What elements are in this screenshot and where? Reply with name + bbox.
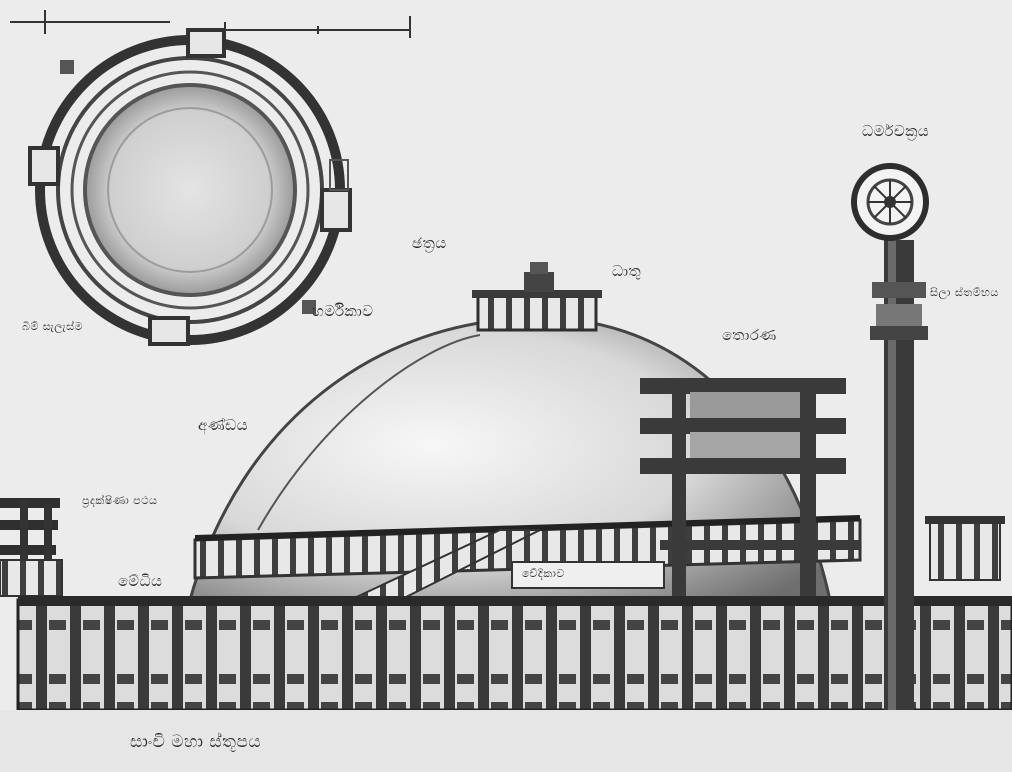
scale-bar	[10, 10, 411, 38]
label-bottom-caption: සාංචි මහා ස්තූපය	[130, 732, 262, 752]
outer-vedika	[16, 596, 1012, 712]
label-dhatu: ධාතු	[612, 262, 642, 280]
ground	[0, 710, 1012, 772]
label-sila-stambha: සිලා ස්තම්භය	[930, 286, 999, 299]
label-vedika: වේදිකාව	[522, 567, 565, 580]
label-plan-caption: බිම් සැලැස්ම	[22, 320, 84, 333]
label-pradakshina-path: ප්‍රදක්ෂිණා පථය	[82, 494, 158, 507]
label-torana: තොරණ	[722, 326, 777, 344]
label-chatra: ඡත්‍රය	[412, 234, 447, 252]
harmika-railing	[472, 262, 602, 332]
ashoka-pillar	[851, 163, 929, 710]
label-dharmachakra: ධර්මචක්‍රය	[862, 122, 930, 140]
right-gateway	[925, 516, 1005, 581]
caption-board	[511, 561, 665, 589]
medhi-railing	[193, 515, 862, 601]
label-anda: අණ්ඩය	[198, 416, 248, 434]
label-harmika: හර්මිකාව	[312, 302, 374, 320]
ground-plan	[28, 28, 352, 346]
label-medhi: මේධිය	[118, 572, 163, 590]
left-gateway	[0, 498, 63, 610]
